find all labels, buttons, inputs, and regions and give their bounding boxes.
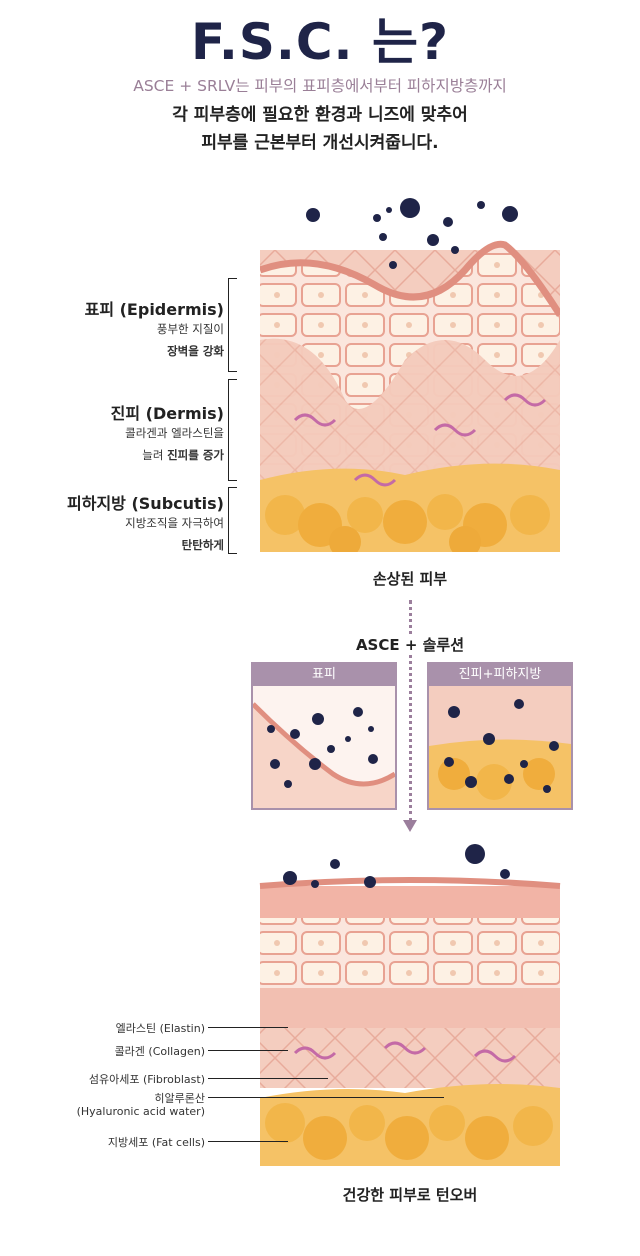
layer-desc-dermis-2a: 늘려	[142, 448, 168, 462]
damaged-skin-caption: 손상된 피부	[372, 570, 448, 588]
layer-desc-dermis-2b: 진피를 증가	[167, 448, 224, 462]
layer-desc-dermis-1: 콜라겐과 엘라스틴을	[125, 426, 224, 440]
pointer-hyaluronic	[208, 1097, 444, 1098]
layer-name-epidermis: 표피 (Epidermis)	[84, 300, 224, 319]
layer-name-dermis: 진피 (Dermis)	[110, 404, 224, 423]
label-hyaluronic-1: 히알루론산	[154, 1092, 205, 1105]
layer-desc-epidermis-1: 풍부한 지질이	[156, 322, 224, 336]
pointer-fibroblast	[208, 1078, 328, 1079]
healthy-skin-illustration	[259, 844, 561, 1166]
bracket-subcutis	[228, 487, 237, 554]
pointer-collagen	[208, 1050, 288, 1051]
mini-panel-epidermis: 표피	[251, 662, 397, 810]
layer-desc-subcutis-1: 지방조직을 자극하여	[125, 516, 224, 530]
layer-name-subcutis: 피하지방 (Subcutis)	[67, 494, 224, 513]
bracket-epidermis	[228, 278, 237, 372]
page-title: F.S.C. 는?	[191, 13, 449, 71]
label-elastin: 엘라스틴 (Elastin)	[115, 1022, 205, 1035]
solution-label: ASCE + 솔루션	[330, 634, 490, 655]
layer-desc-epidermis-2: 장벽을 강화	[167, 344, 224, 358]
mini-panel-epidermis-label: 표피	[253, 664, 395, 686]
dotted-connector	[409, 600, 412, 822]
mini-epidermis-art	[253, 702, 395, 808]
arrow-down-icon	[403, 820, 417, 832]
label-collagen: 콜라겐 (Collagen)	[114, 1045, 205, 1058]
pointer-fat-cells	[208, 1141, 288, 1142]
headline-line-1: 각 피부층에 필요한 환경과 니즈에 맞추어	[172, 105, 468, 125]
mini-panel-dermis-subcutis: 진피+피하지방	[427, 662, 573, 810]
damaged-skin-illustration	[260, 198, 560, 552]
bracket-dermis	[228, 379, 237, 481]
layer-desc-subcutis-2: 탄탄하게	[181, 538, 224, 552]
mini-dermis-art	[429, 686, 571, 808]
mini-panel-dermis-subcutis-label: 진피+피하지방	[429, 664, 571, 686]
label-hyaluronic-2: (Hyaluronic acid water)	[76, 1105, 205, 1118]
label-fibroblast: 섬유아세포 (Fibroblast)	[88, 1073, 205, 1086]
label-fat-cells: 지방세포 (Fat cells)	[107, 1136, 205, 1149]
layer-desc-dermis-2: 늘려 진피를 증가	[24, 444, 224, 466]
headline-line-2: 피부를 근본부터 개선시켜줍니다.	[201, 133, 439, 153]
pointer-elastin	[208, 1027, 288, 1028]
subtitle: ASCE + SRLV는 피부의 표피층에서부터 피하지방층까지	[133, 77, 507, 95]
healthy-skin-caption: 건강한 피부로 턴오버	[342, 1186, 478, 1204]
